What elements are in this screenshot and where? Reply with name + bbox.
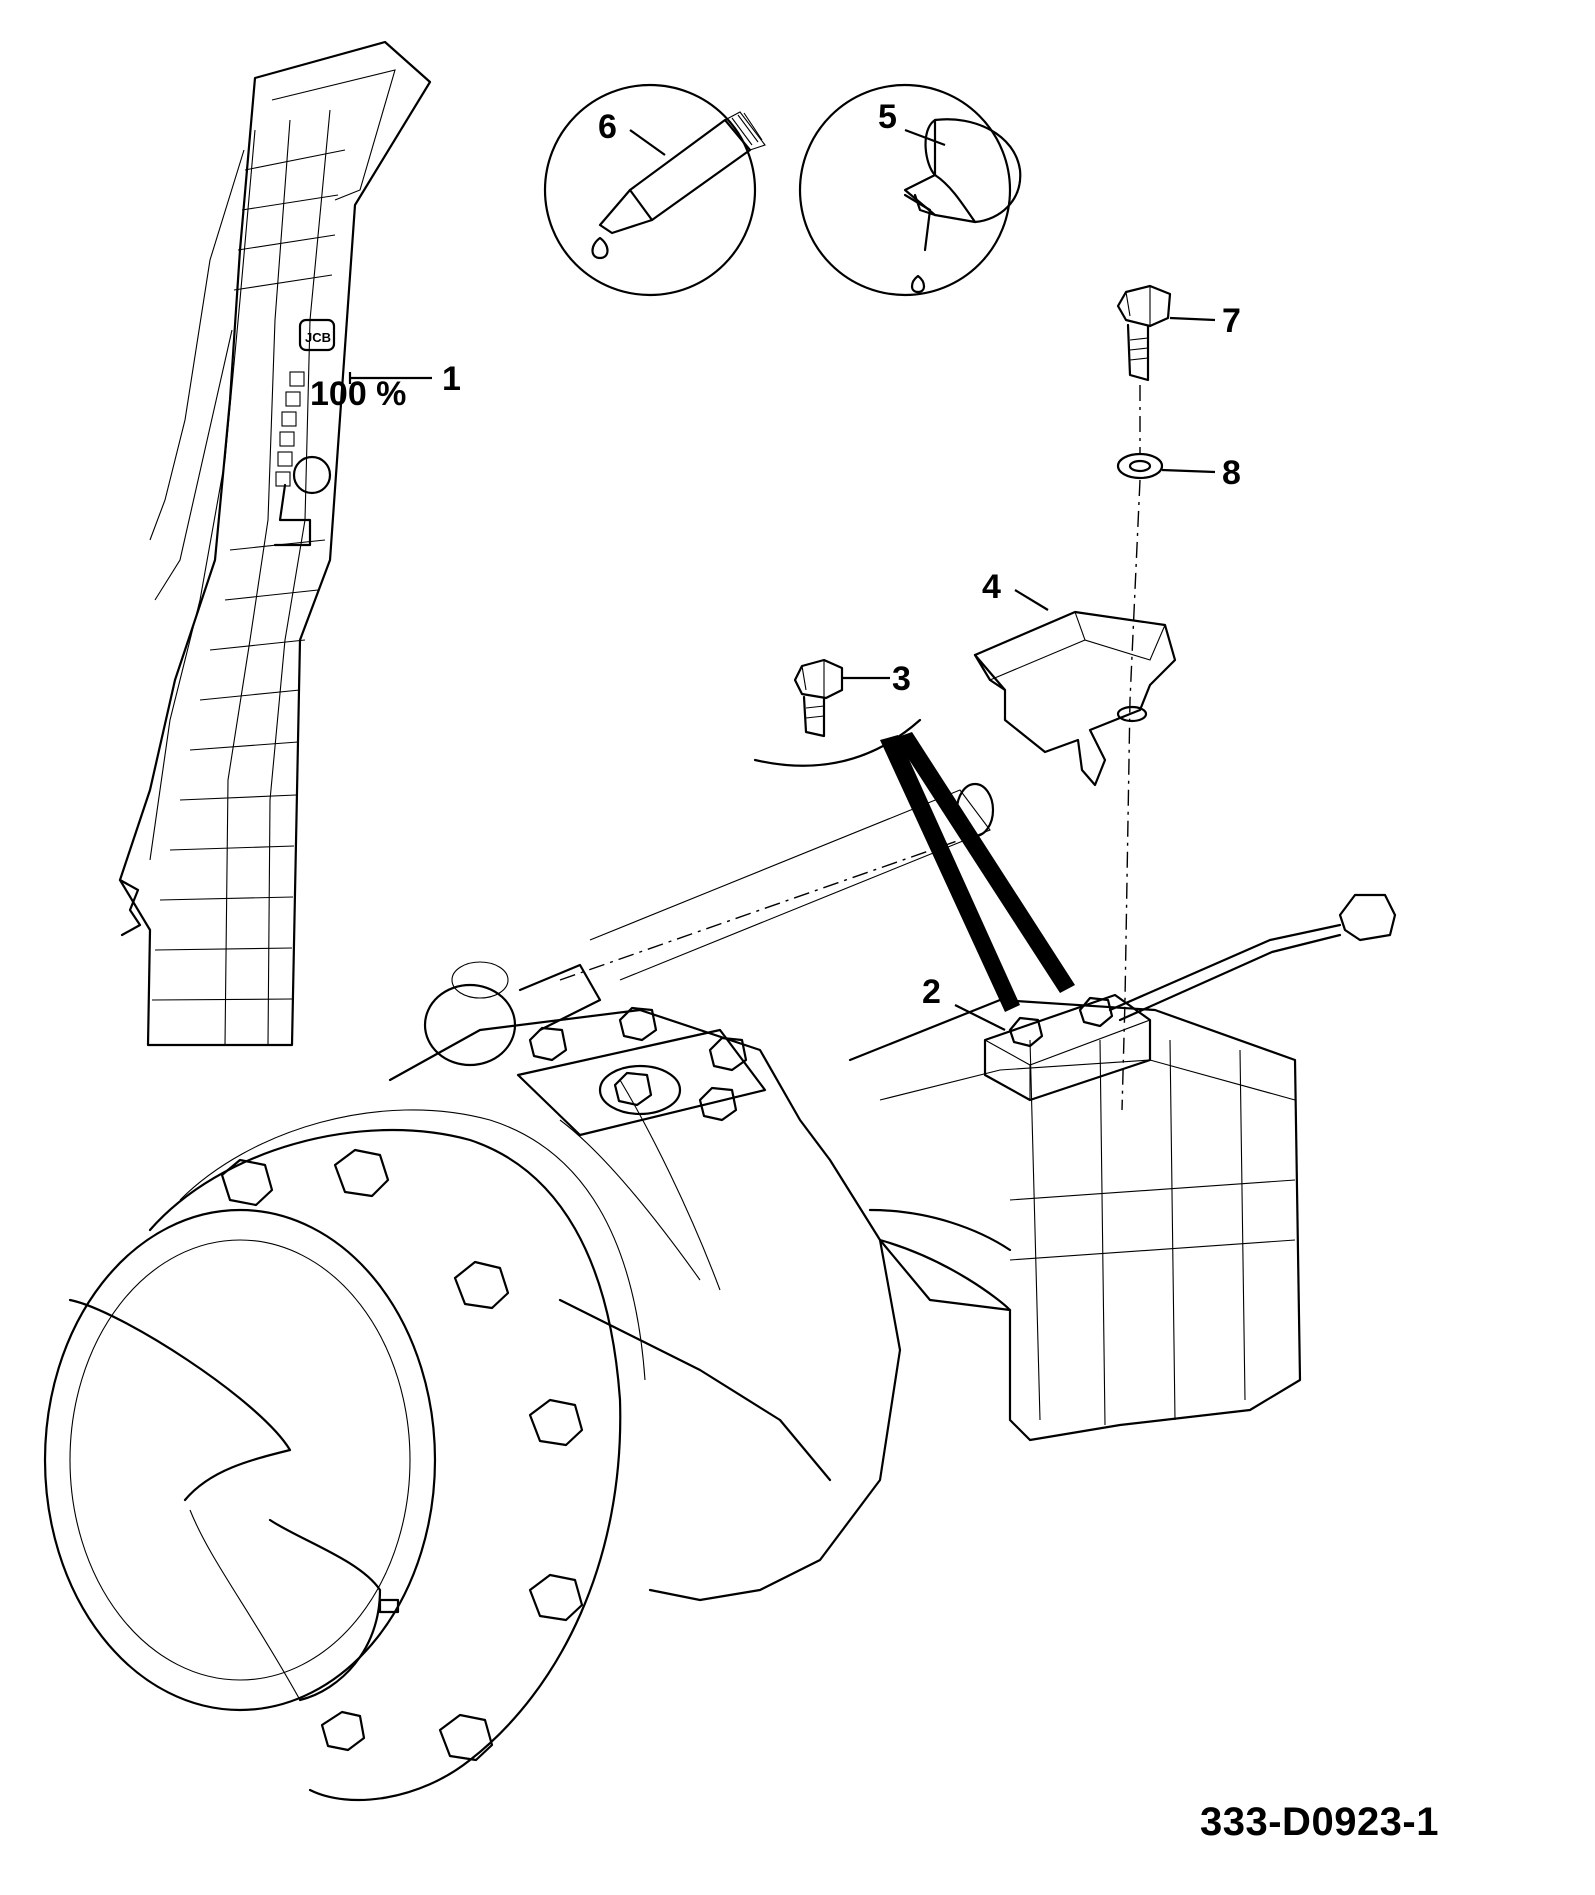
drawing-number: 333-D0923-1: [1200, 1800, 1439, 1844]
axle-housing: 2: [43, 782, 1397, 1802]
bolt-7: 7: [1116, 284, 1241, 382]
callout-1-label: 1: [442, 360, 461, 398]
callout-4-label: 4: [982, 568, 1001, 606]
callout-6-label: 6: [598, 108, 617, 146]
boom-arm: JCB 100 %: [118, 40, 432, 1047]
callout-3-label: 3: [892, 660, 911, 698]
grease-tube-detail: 6: [543, 83, 766, 297]
detail-magnifier: [753, 718, 1075, 1012]
assembly-centerline: [1121, 385, 1141, 1111]
decal-logo-text: JCB: [305, 330, 331, 345]
callout-7-label: 7: [1222, 302, 1241, 340]
washer-8: 8: [1116, 452, 1241, 492]
callout-5-label: 5: [878, 98, 897, 136]
callout-2-label: 2: [922, 973, 941, 1011]
adhesive-bottle-detail: 5: [798, 83, 1022, 297]
bracket-4: 4: [973, 568, 1177, 787]
callout-1: 1: [348, 360, 461, 398]
decal-percent-text: 100 %: [310, 375, 406, 413]
callout-8-label: 8: [1222, 454, 1241, 492]
bolt-3: 3: [793, 658, 911, 738]
